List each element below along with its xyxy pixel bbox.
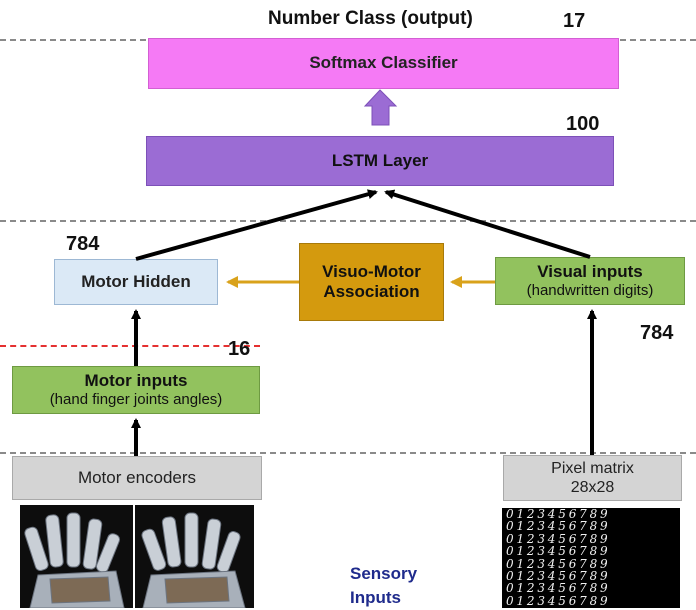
bottom-separator	[0, 452, 696, 454]
motor-size-separator	[0, 345, 260, 347]
motor-encoders-label: Motor encoders	[77, 467, 197, 487]
sensory-line2: Inputs	[350, 588, 401, 607]
digit-row: 0 1 2 3 4 5 6 7 8 9	[506, 519, 608, 534]
lstm-size: 100	[566, 113, 600, 135]
motor-inputs-title: Motor inputs	[84, 370, 188, 390]
sensory-inputs-label: Sensory Inputs	[350, 562, 417, 610]
digit-row: 0 1 2 3 4 5 6 7 8 9	[506, 508, 608, 521]
lstm-label: LSTM Layer	[331, 150, 429, 170]
visual-inputs-box: Visual inputs (handwritten digits)	[495, 257, 685, 305]
motor-hidden-label: Motor Hidden	[81, 271, 191, 291]
lstm-layer-box: LSTM Layer	[146, 136, 614, 186]
digit-row: 0 1 2 3 4 5 6 7 8 9	[506, 593, 608, 608]
robot-hand-image-right	[135, 505, 254, 608]
association-line2: Association	[323, 282, 420, 301]
visuo-motor-association-box: Visuo-Motor Association	[299, 243, 444, 321]
digit-row: 0 1 2 3 4 5 6 7 8 9	[506, 556, 608, 571]
motor-hidden-to-lstm-arrow	[135, 189, 378, 261]
digit-row: 0 1 2 3 4 5 6 7 8 9	[506, 569, 608, 584]
motor-inputs-subtitle: (hand finger joints angles)	[49, 391, 223, 409]
robot-hand-image-left	[20, 505, 133, 608]
output-size: 17	[563, 10, 586, 32]
digit-row: 0 1 2 3 4 5 6 7 8 9	[506, 531, 608, 546]
softmax-classifier-box: Softmax Classifier	[148, 38, 619, 89]
middle-separator	[0, 220, 696, 222]
sensory-line1: Sensory	[350, 564, 418, 583]
softmax-label: Softmax Classifier	[309, 53, 458, 73]
association-line1: Visuo-Motor	[322, 261, 421, 281]
motor-hidden-size: 784	[66, 233, 100, 255]
digit-row: 0 1 2 3 4 5 6 7 8 9	[506, 544, 608, 559]
pixel-matrix-line1: Pixel matrix	[551, 459, 634, 477]
visual-inputs-to-lstm-arrow	[384, 189, 591, 259]
pixel-matrix-box: Pixel matrix 28x28	[503, 455, 682, 501]
digit-row: 0 1 2 3 4 5 6 7 8 9	[506, 581, 608, 596]
visual-inputs-subtitle: (handwritten digits)	[526, 282, 654, 300]
lstm-to-softmax-arrow	[363, 89, 398, 126]
output-title: Number Class (output)	[268, 8, 473, 29]
motor-encoders-box: Motor encoders	[12, 456, 262, 500]
motor-inputs-box: Motor inputs (hand finger joints angles)	[12, 366, 260, 414]
motor-hidden-box: Motor Hidden	[54, 259, 218, 305]
visual-inputs-title: Visual inputs	[537, 261, 643, 281]
pixel-matrix-line2: 28x28	[570, 479, 615, 496]
motor-inputs-size: 16	[228, 338, 251, 360]
visual-inputs-size: 784	[640, 322, 674, 344]
